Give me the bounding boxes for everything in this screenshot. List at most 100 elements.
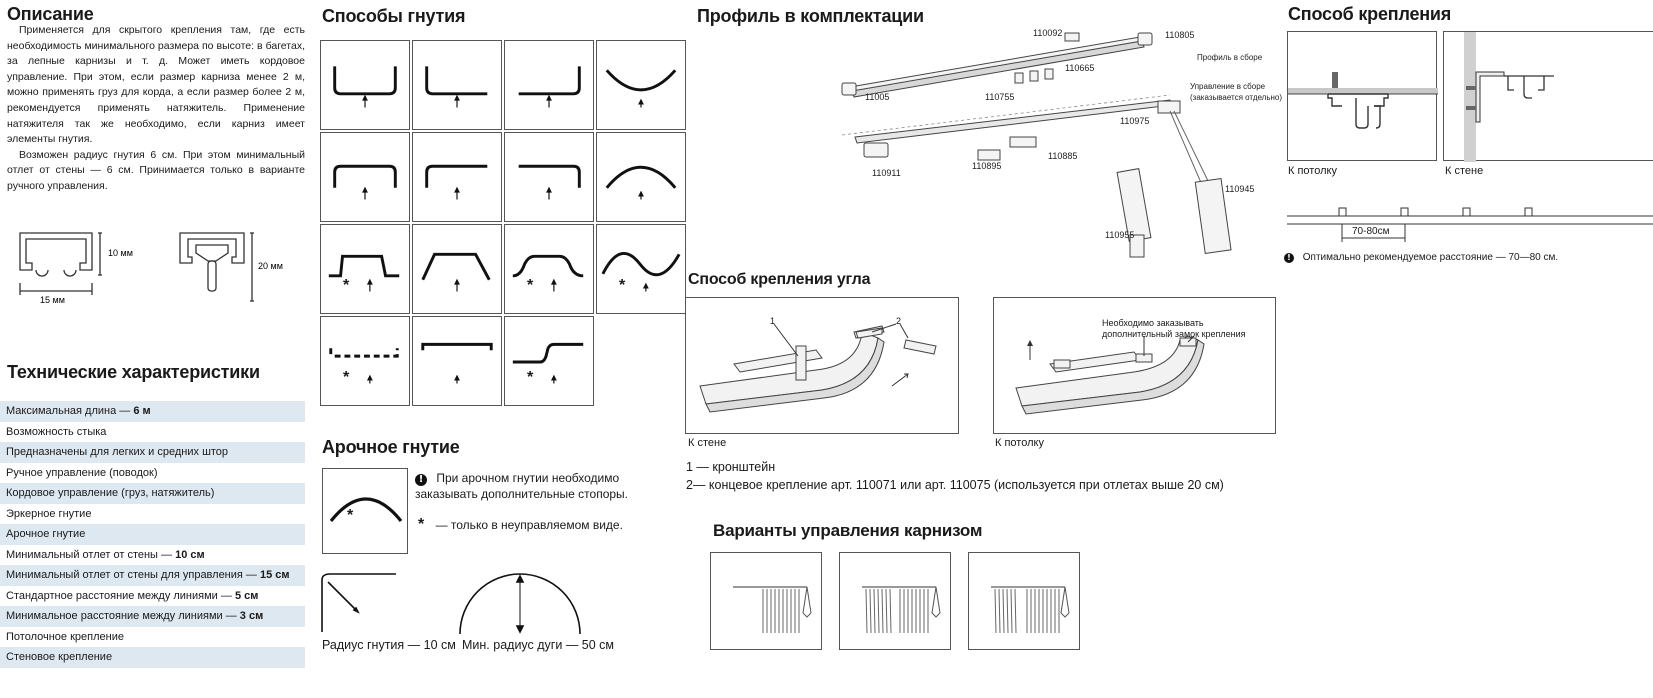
tech-row: Максимальная длина — 6 м [0, 401, 305, 422]
code-110895: 110895 [972, 161, 1001, 171]
distance-label: 70-80см [1352, 226, 1390, 237]
bending-shape-1 [320, 40, 410, 130]
tech-row-text: Ручное управление (поводок) [6, 466, 158, 479]
star-icon: * [343, 369, 350, 386]
bending-shape-3 [504, 40, 594, 130]
tech-row-value: 3 см [239, 610, 264, 622]
corner-number-1: 1 [770, 316, 776, 326]
label-control-2: (заказывается отдельно) [1190, 93, 1282, 102]
controls-variants [710, 552, 1090, 652]
controls-section: Варианты управления карнизом [713, 521, 982, 541]
mounting-note: ! Оптимально рекомендуемое расстояние — … [1284, 252, 1558, 263]
label-assembled: Профиль в сборе [1197, 53, 1263, 62]
profile-section-with-runner [179, 232, 254, 302]
description-paragraph-2: Возможен радиус гнутия 6 см. При этом ми… [7, 148, 305, 192]
corner-number-2: 2 [896, 316, 902, 326]
code-11005: 11005 [865, 92, 889, 102]
tech-row: Минимальное расстояние между линиями — 3… [0, 606, 305, 627]
tech-row-value: 10 см [175, 548, 205, 561]
profile-exploded-view: 110092 110805 110665 11005 110755 110975… [841, 28, 1282, 258]
arch-star: * [347, 507, 354, 524]
code-110755: 110755 [985, 92, 1014, 102]
arch-radius-diagrams [321, 573, 581, 635]
warning-icon: ! [415, 474, 427, 486]
tech-section: Технические характеристики [7, 362, 260, 383]
corner-section: Способ крепления угла [688, 271, 870, 289]
bending-title: Способы гнутия [322, 6, 466, 26]
tech-row-text: Эркерное гнутие [6, 507, 92, 520]
corner-note-top-2: дополнительный замок крепления [1102, 329, 1246, 339]
bending-shape-2 [412, 40, 502, 130]
bending-shape-7 [504, 132, 594, 222]
arch-title: Арочное гнутие [322, 437, 460, 457]
bending-shape-4 [596, 40, 686, 130]
arc-label: Мин. радиус дуги — 50 см [462, 638, 615, 652]
wall-mount-diagram [1443, 31, 1653, 162]
tech-row-value: 6 м [133, 405, 151, 417]
bending-shape-15: * [504, 316, 594, 406]
bending-shape-6 [412, 132, 502, 222]
bending-shape-10 [412, 224, 502, 314]
ceiling-mount-diagram [1287, 31, 1438, 161]
control-variant-1 [710, 552, 822, 650]
mounting-note-text: Оптимально рекомендуемое расстояние — 70… [1302, 252, 1559, 263]
dim-15-label: 15 мм [40, 295, 65, 305]
corner-legend-2: 2— концевое крепление арт. 110071 или ар… [686, 478, 1224, 492]
tech-row: Потолочное крепление [0, 627, 305, 648]
tech-row-text: Возможность стыка [6, 425, 107, 438]
bending-shape-13: * [320, 316, 410, 406]
tech-row-text: Стеновое крепление [6, 651, 113, 663]
tech-row: Арочное гнутие [0, 524, 305, 545]
tech-row: Стандартное расстояние между линиями — 5… [0, 586, 305, 607]
label-control-1: Управление в сборе [1190, 82, 1266, 91]
description-section: Описание [7, 4, 94, 25]
tech-table: Максимальная длина — 6 м Возможность стык… [0, 401, 305, 668]
description-text: Применяется для скрытого крепления там, … [7, 23, 305, 195]
tech-row-text: Стандартное расстояние между линиями — [6, 589, 235, 602]
bending-shape-9: * [320, 224, 410, 314]
tech-row: Предназначены для легких и средних штор [0, 442, 305, 463]
corner-wall-label: К стене [688, 437, 727, 449]
arch-note-1: ! При арочном гнутии необходимо заказыва… [415, 470, 677, 502]
corner-note-top-1: Необходимо заказывать [1102, 318, 1204, 328]
code-110975: 110975 [1120, 116, 1149, 126]
arch-note-2: * — только в неуправляемом виде. [418, 517, 680, 533]
tech-row: Минимальный отлет от стены для управлени… [0, 565, 305, 586]
tech-row: Стеновое крепление [0, 647, 305, 668]
code-110092: 110092 [1033, 28, 1062, 38]
corner-wall-diagram: 1 2 [685, 297, 959, 434]
tech-row-text: Минимальное расстояние между линиями — [6, 610, 240, 622]
profile-cross-sections: 10 мм 15 мм 20 мм [19, 232, 283, 305]
star-icon: * [527, 277, 534, 294]
profile-section-small [19, 232, 102, 295]
code-110955: 110955 [1105, 230, 1134, 240]
bending-grid: ***** [320, 40, 690, 406]
tech-row: Минимальный отлет от стены — 10 см [0, 545, 305, 566]
arch-bending-diagram: * [322, 468, 408, 554]
profile-section: Профиль в комплектации [697, 6, 924, 27]
corner-ceiling-diagram: Необходимо заказывать дополнительный зам… [993, 297, 1276, 434]
bracket-spacing-diagram [1287, 207, 1653, 242]
bending-shape-8 [596, 132, 686, 222]
mounting-title: Способ крепления [1288, 4, 1452, 24]
tech-row-text: Минимальный отлет от стены — [6, 548, 176, 561]
mount-ceiling-label: К потолку [1288, 165, 1337, 177]
dim-10-label: 10 мм [108, 248, 133, 258]
profile-title: Профиль в комплектации [697, 6, 924, 26]
mount-wall-label: К стене [1445, 165, 1484, 177]
bending-shape-5 [320, 132, 410, 222]
tech-row-text: Арочное гнутие [6, 528, 86, 540]
star-icon: * [343, 277, 350, 294]
bending-shape-12: * [596, 224, 686, 314]
tech-row-text: Потолочное крепление [6, 630, 124, 643]
mounting-section: Способ крепления [1288, 4, 1451, 25]
bending-section: Способы гнутия [322, 6, 466, 27]
tech-row-text: Максимальная длина — [6, 405, 134, 417]
code-110945: 110945 [1225, 184, 1254, 194]
code-110885: 110885 [1048, 151, 1077, 161]
arch-note-2-text: — только в неуправляемом виде. [435, 518, 623, 532]
code-110665: 110665 [1065, 63, 1094, 73]
star-icon: * [418, 516, 425, 533]
tech-row: Возможность стыка [0, 422, 305, 443]
arch-section: Арочное гнутие [322, 437, 460, 458]
